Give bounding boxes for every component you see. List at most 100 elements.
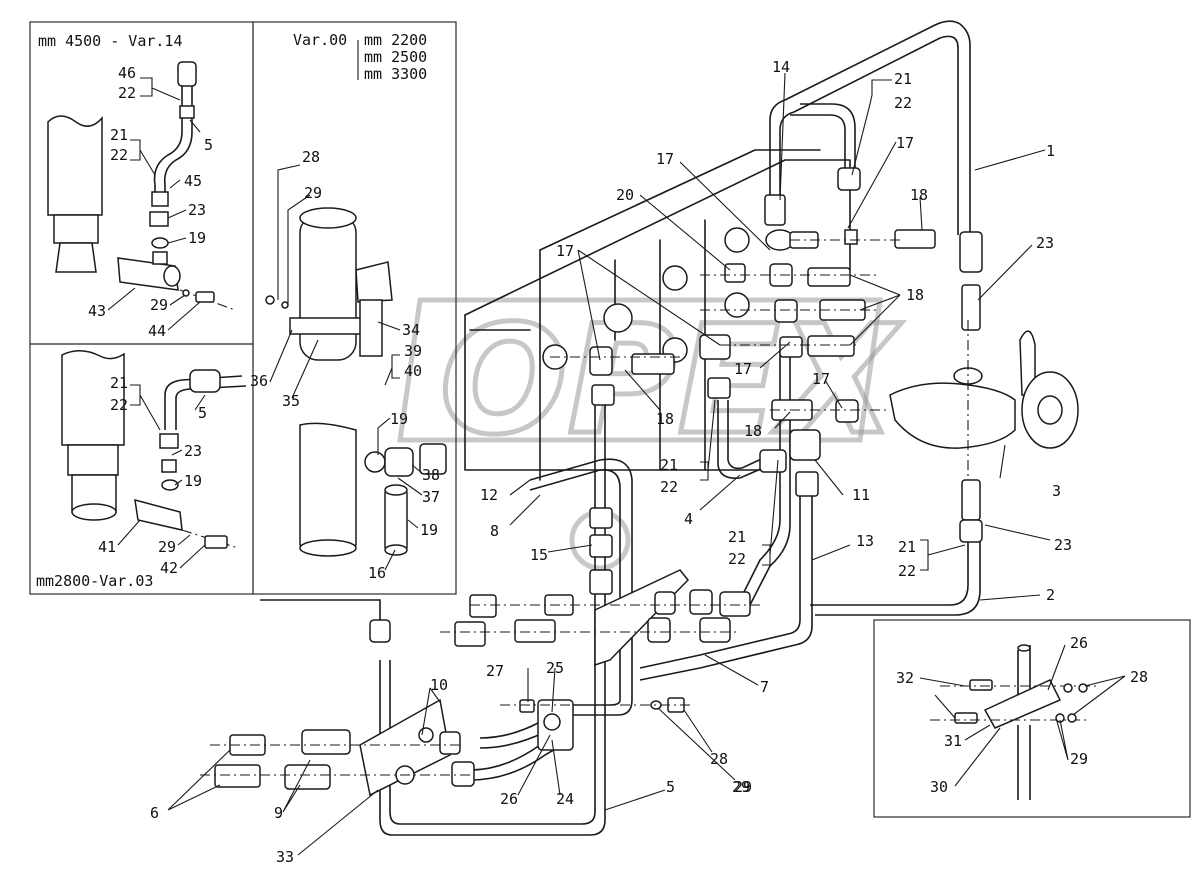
label-37: 37 <box>422 488 440 506</box>
label-26: 26 <box>1070 634 1088 652</box>
label-40: 40 <box>404 362 422 380</box>
label-28: 28 <box>302 148 320 166</box>
label-23: 23 <box>1036 234 1054 252</box>
callout-labels: 46 22 5 21 22 45 23 19 43 29 44 21 22 5 … <box>88 58 1148 866</box>
label-41: 41 <box>98 538 116 556</box>
label-18: 18 <box>910 186 928 204</box>
label-28: 28 <box>710 750 728 768</box>
label-22: 22 <box>728 550 746 568</box>
label-4: 4 <box>684 510 693 528</box>
label-17: 17 <box>656 150 674 168</box>
valve-body <box>889 382 1016 449</box>
label-29: 29 <box>1070 750 1088 768</box>
label-38: 38 <box>422 466 440 484</box>
label-12: 12 <box>480 486 498 504</box>
label-19: 19 <box>420 521 438 539</box>
label-23: 23 <box>184 442 202 460</box>
label-24: 24 <box>556 790 574 808</box>
label-22: 22 <box>894 94 912 112</box>
label-25: 25 <box>546 659 564 677</box>
label-29: 29 <box>732 778 750 796</box>
inset-bottom-left-caption: mm2800-Var.03 <box>36 572 153 590</box>
label-44: 44 <box>148 322 166 340</box>
label-23: 23 <box>1054 536 1072 554</box>
label-13: 13 <box>856 532 874 550</box>
label-28: 28 <box>1130 668 1148 686</box>
label-45: 45 <box>184 172 202 190</box>
inset-top-left-caption: mm 4500 - Var.14 <box>38 32 183 50</box>
label-17: 17 <box>896 134 914 152</box>
label-29: 29 <box>150 296 168 314</box>
label-18: 18 <box>906 286 924 304</box>
label-21: 21 <box>660 456 678 474</box>
label-21: 21 <box>110 374 128 392</box>
label-19: 19 <box>390 410 408 428</box>
label-26: 26 <box>500 790 518 808</box>
label-7: 7 <box>760 678 769 696</box>
label-29: 29 <box>734 778 752 796</box>
clamp-detail-inset <box>930 644 1100 800</box>
label-21: 21 <box>110 126 128 144</box>
label-23: 23 <box>188 201 206 219</box>
label-34: 34 <box>402 321 420 339</box>
inset-middle-var-label: Var.00 <box>293 31 347 49</box>
leader-lines <box>107 72 1126 856</box>
label-17: 17 <box>812 370 830 388</box>
centerlines <box>200 239 969 776</box>
label-22: 22 <box>118 84 136 102</box>
cylinder-top-left <box>47 61 236 311</box>
inset-bottom-right-frame <box>873 619 1191 818</box>
label-21: 21 <box>898 538 916 556</box>
label-22: 22 <box>110 396 128 414</box>
inset-middle-size-2: mm 2500 <box>364 48 427 66</box>
label-39: 39 <box>404 342 422 360</box>
label-10: 10 <box>430 676 448 694</box>
label-9: 9 <box>274 804 283 822</box>
label-21: 21 <box>728 528 746 546</box>
label-17: 17 <box>556 242 574 260</box>
label-30: 30 <box>930 778 948 796</box>
label-21: 21 <box>894 70 912 88</box>
label-19: 19 <box>188 229 206 247</box>
label-15: 15 <box>530 546 548 564</box>
label-19: 19 <box>184 472 202 490</box>
label-22: 22 <box>660 478 678 496</box>
inset-middle-frame <box>252 21 457 595</box>
label-27: 27 <box>486 662 504 680</box>
inset-middle-size-1: mm 2200 <box>364 31 427 49</box>
label-17: 17 <box>734 360 752 378</box>
label-20: 20 <box>616 186 634 204</box>
watermark-text: OPEX <box>440 294 902 468</box>
label-3: 3 <box>1052 482 1061 500</box>
label-46: 46 <box>118 64 136 82</box>
label-29: 29 <box>158 538 176 556</box>
label-2: 2 <box>1046 586 1055 604</box>
label-43: 43 <box>88 302 106 320</box>
inset-middle-size-3: mm 3300 <box>364 65 427 83</box>
label-31: 31 <box>944 732 962 750</box>
label-35: 35 <box>282 392 300 410</box>
watermark: OPEX <box>397 292 904 571</box>
label-14: 14 <box>772 58 790 76</box>
label-18: 18 <box>744 422 762 440</box>
label-16: 16 <box>368 564 386 582</box>
label-32: 32 <box>896 669 914 687</box>
label-8: 8 <box>490 522 499 540</box>
label-5: 5 <box>198 404 207 422</box>
label-6: 6 <box>150 804 159 822</box>
cylinder-bottom-left <box>61 350 247 549</box>
label-42: 42 <box>160 559 178 577</box>
label-18: 18 <box>656 410 674 428</box>
accumulator-middle-inset <box>260 207 447 620</box>
label-36: 36 <box>250 372 268 390</box>
fittings <box>214 167 1079 797</box>
label-5: 5 <box>204 136 213 154</box>
label-33: 33 <box>276 848 294 866</box>
label-5: 5 <box>666 778 675 796</box>
label-1: 1 <box>1046 142 1055 160</box>
label-22: 22 <box>110 146 128 164</box>
label-22: 22 <box>898 562 916 580</box>
label-11: 11 <box>852 486 870 504</box>
label-29: 29 <box>304 184 322 202</box>
